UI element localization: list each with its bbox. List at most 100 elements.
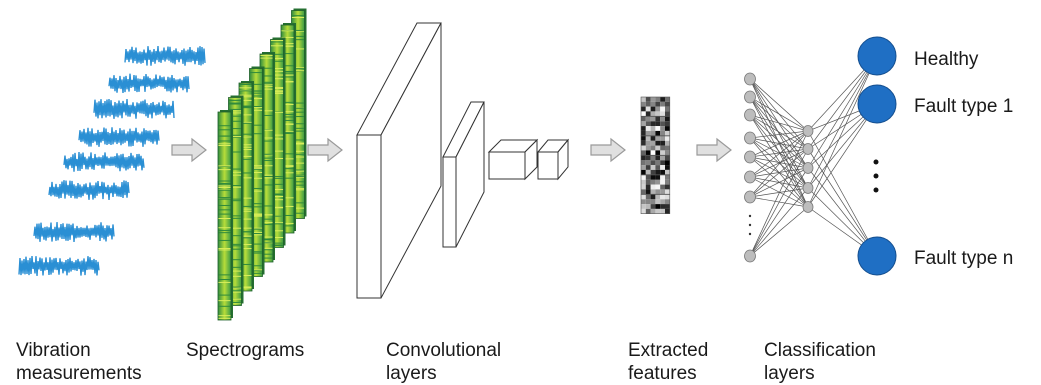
feature-pixel [665, 194, 670, 200]
feature-pixel [641, 189, 646, 195]
feature-pixel [665, 189, 670, 195]
hidden-node-layer2 [802, 162, 814, 174]
feature-pixel [665, 155, 670, 161]
connection [749, 137, 809, 150]
hidden-node-layer1 [744, 108, 756, 122]
feature-pixel [650, 160, 656, 166]
feature-pixel [655, 184, 661, 190]
feature-pixel [650, 111, 656, 117]
conv-layer-front [442, 156, 457, 248]
connection [749, 130, 809, 198]
feature-pixel [650, 97, 656, 102]
output-ellipsis-dot [873, 159, 879, 165]
feature-pixel [641, 136, 646, 141]
feature-pixel [660, 199, 665, 205]
feature-pixel [650, 150, 656, 156]
feature-pixel [650, 169, 656, 175]
connection [749, 176, 809, 208]
output-node [857, 36, 897, 76]
connection [807, 55, 878, 208]
feature-pixel [660, 204, 665, 209]
feature-pixel [641, 204, 646, 209]
convolutional-layers [356, 22, 570, 299]
feature-pixel [655, 121, 661, 127]
caption-classification: Classification layers [764, 339, 876, 385]
feature-pixel [650, 184, 656, 190]
feature-pixel [655, 140, 661, 146]
feature-pixel [650, 155, 656, 161]
connection [749, 78, 809, 189]
vibration-trace [18, 256, 100, 276]
connection [749, 148, 809, 178]
feature-pixel [645, 140, 651, 146]
feature-pixel [641, 169, 646, 175]
feature-pixel [665, 106, 670, 112]
feature-pixel [660, 111, 665, 117]
feature-pixel [655, 208, 661, 214]
connection [749, 114, 809, 150]
connection [807, 130, 878, 257]
feature-pixel [641, 179, 646, 185]
feature-pixel [650, 116, 656, 122]
hidden-node-layer2 [802, 182, 814, 194]
feature-pixel [650, 136, 656, 141]
vibration-trace [108, 73, 190, 93]
feature-pixel [641, 126, 646, 131]
caption-extracted-line1: Extracted [628, 340, 709, 361]
feature-pixel [665, 111, 670, 117]
feature-pixel [641, 165, 646, 170]
hidden-node-layer1 [744, 72, 756, 86]
feature-pixel [655, 179, 661, 185]
feature-pixel [650, 194, 656, 200]
feature-pixel [641, 208, 646, 214]
feature-map-border [640, 96, 671, 117]
caption-convolutional-line2: layers [386, 363, 437, 384]
feature-pixel [645, 101, 651, 107]
feature-map [640, 135, 671, 156]
feature-pixel [655, 165, 661, 170]
feature-map-border [640, 116, 671, 137]
connection [749, 130, 809, 139]
caption-extracted-line2: features [628, 363, 697, 384]
feature-pixel [660, 145, 665, 151]
connection [749, 148, 809, 198]
feature-pixel [655, 97, 661, 102]
conv-layer [442, 101, 485, 248]
vibration-trace [63, 151, 145, 172]
feature-pixel [645, 130, 651, 136]
feature-pixel [655, 194, 661, 200]
flow-arrows [171, 137, 732, 163]
conv-layer [356, 22, 442, 299]
feature-pixel [645, 165, 651, 170]
connection [749, 114, 809, 132]
feature-map-border [640, 135, 671, 156]
feature-pixel [645, 111, 651, 117]
feature-pixel [650, 199, 656, 205]
feature-pixel [665, 140, 670, 146]
feature-pixel [665, 116, 670, 122]
feature-pixel [655, 160, 661, 166]
feature-pixel [665, 130, 670, 136]
connection [807, 148, 878, 257]
hidden-node-layer1 [744, 190, 756, 204]
flow-arrow [696, 137, 732, 163]
connection [749, 206, 809, 257]
feature-pixel [650, 208, 656, 214]
caption-vibration-line1: Vibration [16, 340, 91, 361]
connection [749, 114, 809, 189]
feature-pixel [641, 199, 646, 205]
feature-pixel [665, 208, 670, 214]
hidden-node-layer1 [744, 150, 756, 164]
feature-map-border [640, 155, 671, 176]
feature-pixel [665, 160, 670, 166]
feature-pixel [655, 145, 661, 151]
feature-pixel [650, 101, 656, 107]
connection [749, 130, 809, 178]
hidden-node-layer2 [802, 143, 814, 155]
feature-pixel [645, 126, 651, 131]
feature-pixel [645, 179, 651, 185]
feature-pixel [650, 106, 656, 112]
vibration-trace [93, 99, 175, 119]
flow-arrow [171, 137, 207, 163]
